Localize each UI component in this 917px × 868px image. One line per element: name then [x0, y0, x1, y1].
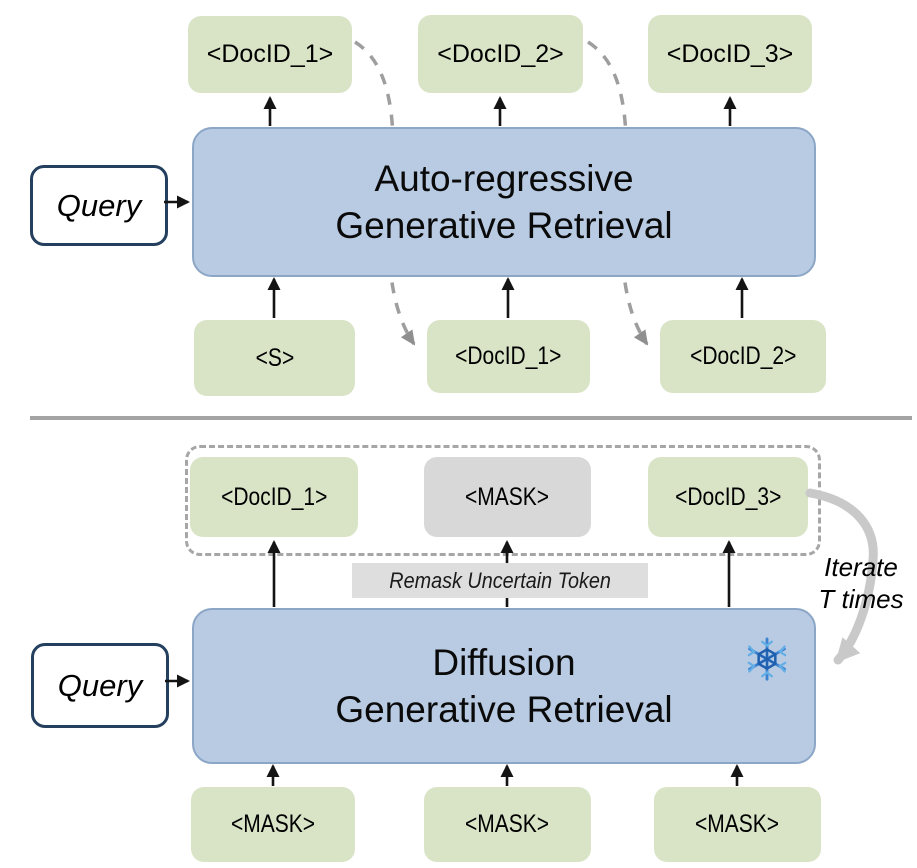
bottom-query-box: Query [31, 643, 169, 728]
token-label: <DocID_2> [689, 342, 797, 370]
token-label: <DocID_2> [437, 39, 564, 68]
token-label: <DocID_3> [674, 482, 782, 511]
model-title-line1: Auto-regressive [374, 157, 634, 199]
top-input-token-3: <DocID_2> [660, 320, 826, 393]
token-label: <MASK> [695, 810, 780, 838]
model-title-line1: Diffusion [432, 641, 576, 683]
section-divider [30, 416, 912, 420]
top-input-token-2: <DocID_1> [427, 320, 590, 393]
token-label: <DocID_3> [666, 39, 794, 68]
token-label: <MASK> [465, 482, 550, 511]
bottom-output-token-3: <DocID_3> [648, 457, 808, 537]
query-label: Query [56, 187, 142, 223]
model-title-line2: Generative Retrieval [335, 689, 673, 730]
model-title-line2: Generative Retrieval [335, 205, 673, 246]
bottom-input-mask-3: <MASK> [654, 787, 821, 862]
top-output-token-1: <DocID_1> [188, 16, 352, 93]
token-label: <DocID_1> [220, 482, 328, 511]
token-label: <MASK> [230, 810, 316, 838]
token-label: <MASK> [465, 810, 550, 838]
token-label: <DocID_1> [206, 40, 334, 68]
snowflake-icon [747, 637, 787, 681]
bottom-input-mask-2: <MASK> [424, 787, 591, 862]
diffusion-model-box: Diffusion Generative Retrieval [192, 608, 816, 764]
token-label: <S> [255, 343, 294, 372]
top-input-token-1: <S> [194, 320, 355, 396]
autoregressive-model-box: Auto-regressive Generative Retrieval [192, 127, 816, 277]
top-output-token-2: <DocID_2> [418, 15, 583, 93]
bottom-output-mask-token: <MASK> [424, 457, 591, 537]
bottom-input-mask-1: <MASK> [191, 787, 355, 862]
token-label: <DocID_1> [455, 342, 562, 370]
query-label: Query [57, 667, 143, 703]
top-output-token-3: <DocID_3> [648, 15, 812, 93]
bottom-output-token-1: <DocID_1> [190, 457, 358, 537]
top-query-box: Query [30, 165, 168, 246]
